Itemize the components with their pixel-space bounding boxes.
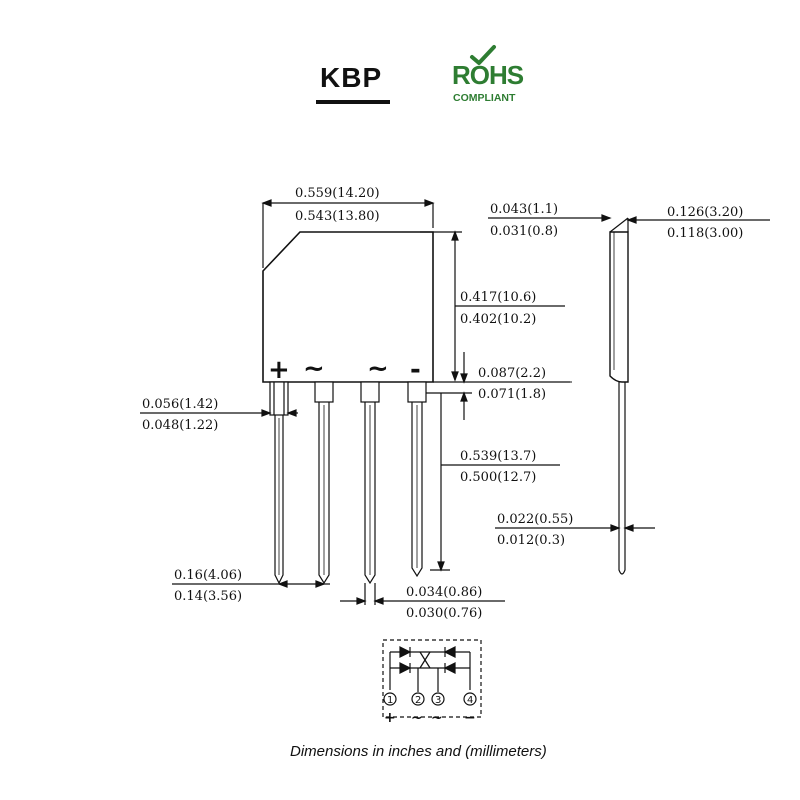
schematic-labels: 1 2 3 4 + ~ ~ − [384, 695, 476, 726]
side-lead-thickness-max: 0.022(0.55) [497, 512, 573, 527]
rohs-compliant-text: COMPLIANT [453, 92, 516, 104]
pin-mark-minus: - [410, 355, 421, 385]
pin-mark-plus: + [268, 355, 290, 385]
lead-1 [269, 381, 289, 585]
body-width-max: 0.559(14.20) [295, 186, 380, 201]
lead-shoulder-min: 0.048(1.22) [142, 418, 218, 433]
thickness-min: 0.118(3.00) [667, 226, 743, 241]
title-underline [316, 100, 390, 104]
schematic-pin-1: 1 [387, 695, 393, 706]
checkmark-icon [470, 45, 496, 65]
schematic-pin-3: 3 [435, 695, 441, 706]
lead-3 [360, 381, 380, 585]
standoff-dimension [420, 352, 570, 420]
lead-length-min: 0.500(12.7) [460, 470, 536, 485]
schematic-pin-2: 2 [415, 695, 421, 706]
side-lead-top-min: 0.031(0.8) [490, 224, 558, 239]
footer-note: Dimensions in inches and (millimeters) [290, 743, 547, 760]
pin-marks: + ~ ~ - [268, 354, 421, 385]
leads [269, 381, 427, 585]
diode-icon [399, 646, 456, 674]
side-view [609, 217, 629, 575]
pin-mark-ac1: ~ [303, 354, 325, 384]
pitch-min: 0.14(3.56) [174, 589, 242, 604]
bridge-schematic [382, 639, 482, 718]
standoff-max: 0.087(2.2) [478, 366, 546, 381]
lead-width-min: 0.030(0.76) [406, 606, 482, 621]
body-height-min: 0.402(10.2) [460, 312, 536, 327]
pin-mark-ac2: ~ [367, 354, 389, 384]
side-lead-top-max: 0.043(1.1) [490, 202, 558, 217]
body-width-min: 0.543(13.80) [295, 209, 380, 224]
dimension-label-rules [140, 202, 770, 602]
lead-length-max: 0.539(13.7) [460, 449, 536, 464]
schematic-symbol-ac2: ~ [431, 710, 443, 726]
schematic-symbol-minus: − [464, 710, 476, 726]
pitch-max: 0.16(4.06) [174, 568, 242, 583]
package-title: KBP [320, 62, 383, 93]
dimension-labels: 0.559(14.20) 0.543(13.80) 0.417(10.6) 0.… [142, 186, 743, 621]
rohs-text: ROHS [452, 60, 524, 90]
schematic-symbol-plus: + [384, 710, 396, 726]
package-body [262, 231, 434, 383]
standoff-min: 0.071(1.8) [478, 387, 546, 402]
side-lead-thickness-min: 0.012(0.3) [497, 533, 565, 548]
schematic-symbol-ac1: ~ [411, 710, 423, 726]
lead-shoulder-max: 0.056(1.42) [142, 397, 218, 412]
body-height-max: 0.417(10.6) [460, 290, 536, 305]
thickness-max: 0.126(3.20) [667, 205, 743, 220]
lead-2 [314, 381, 334, 585]
lead-width-max: 0.034(0.86) [406, 585, 482, 600]
lead-4 [407, 381, 427, 578]
schematic-pin-4: 4 [467, 695, 473, 706]
